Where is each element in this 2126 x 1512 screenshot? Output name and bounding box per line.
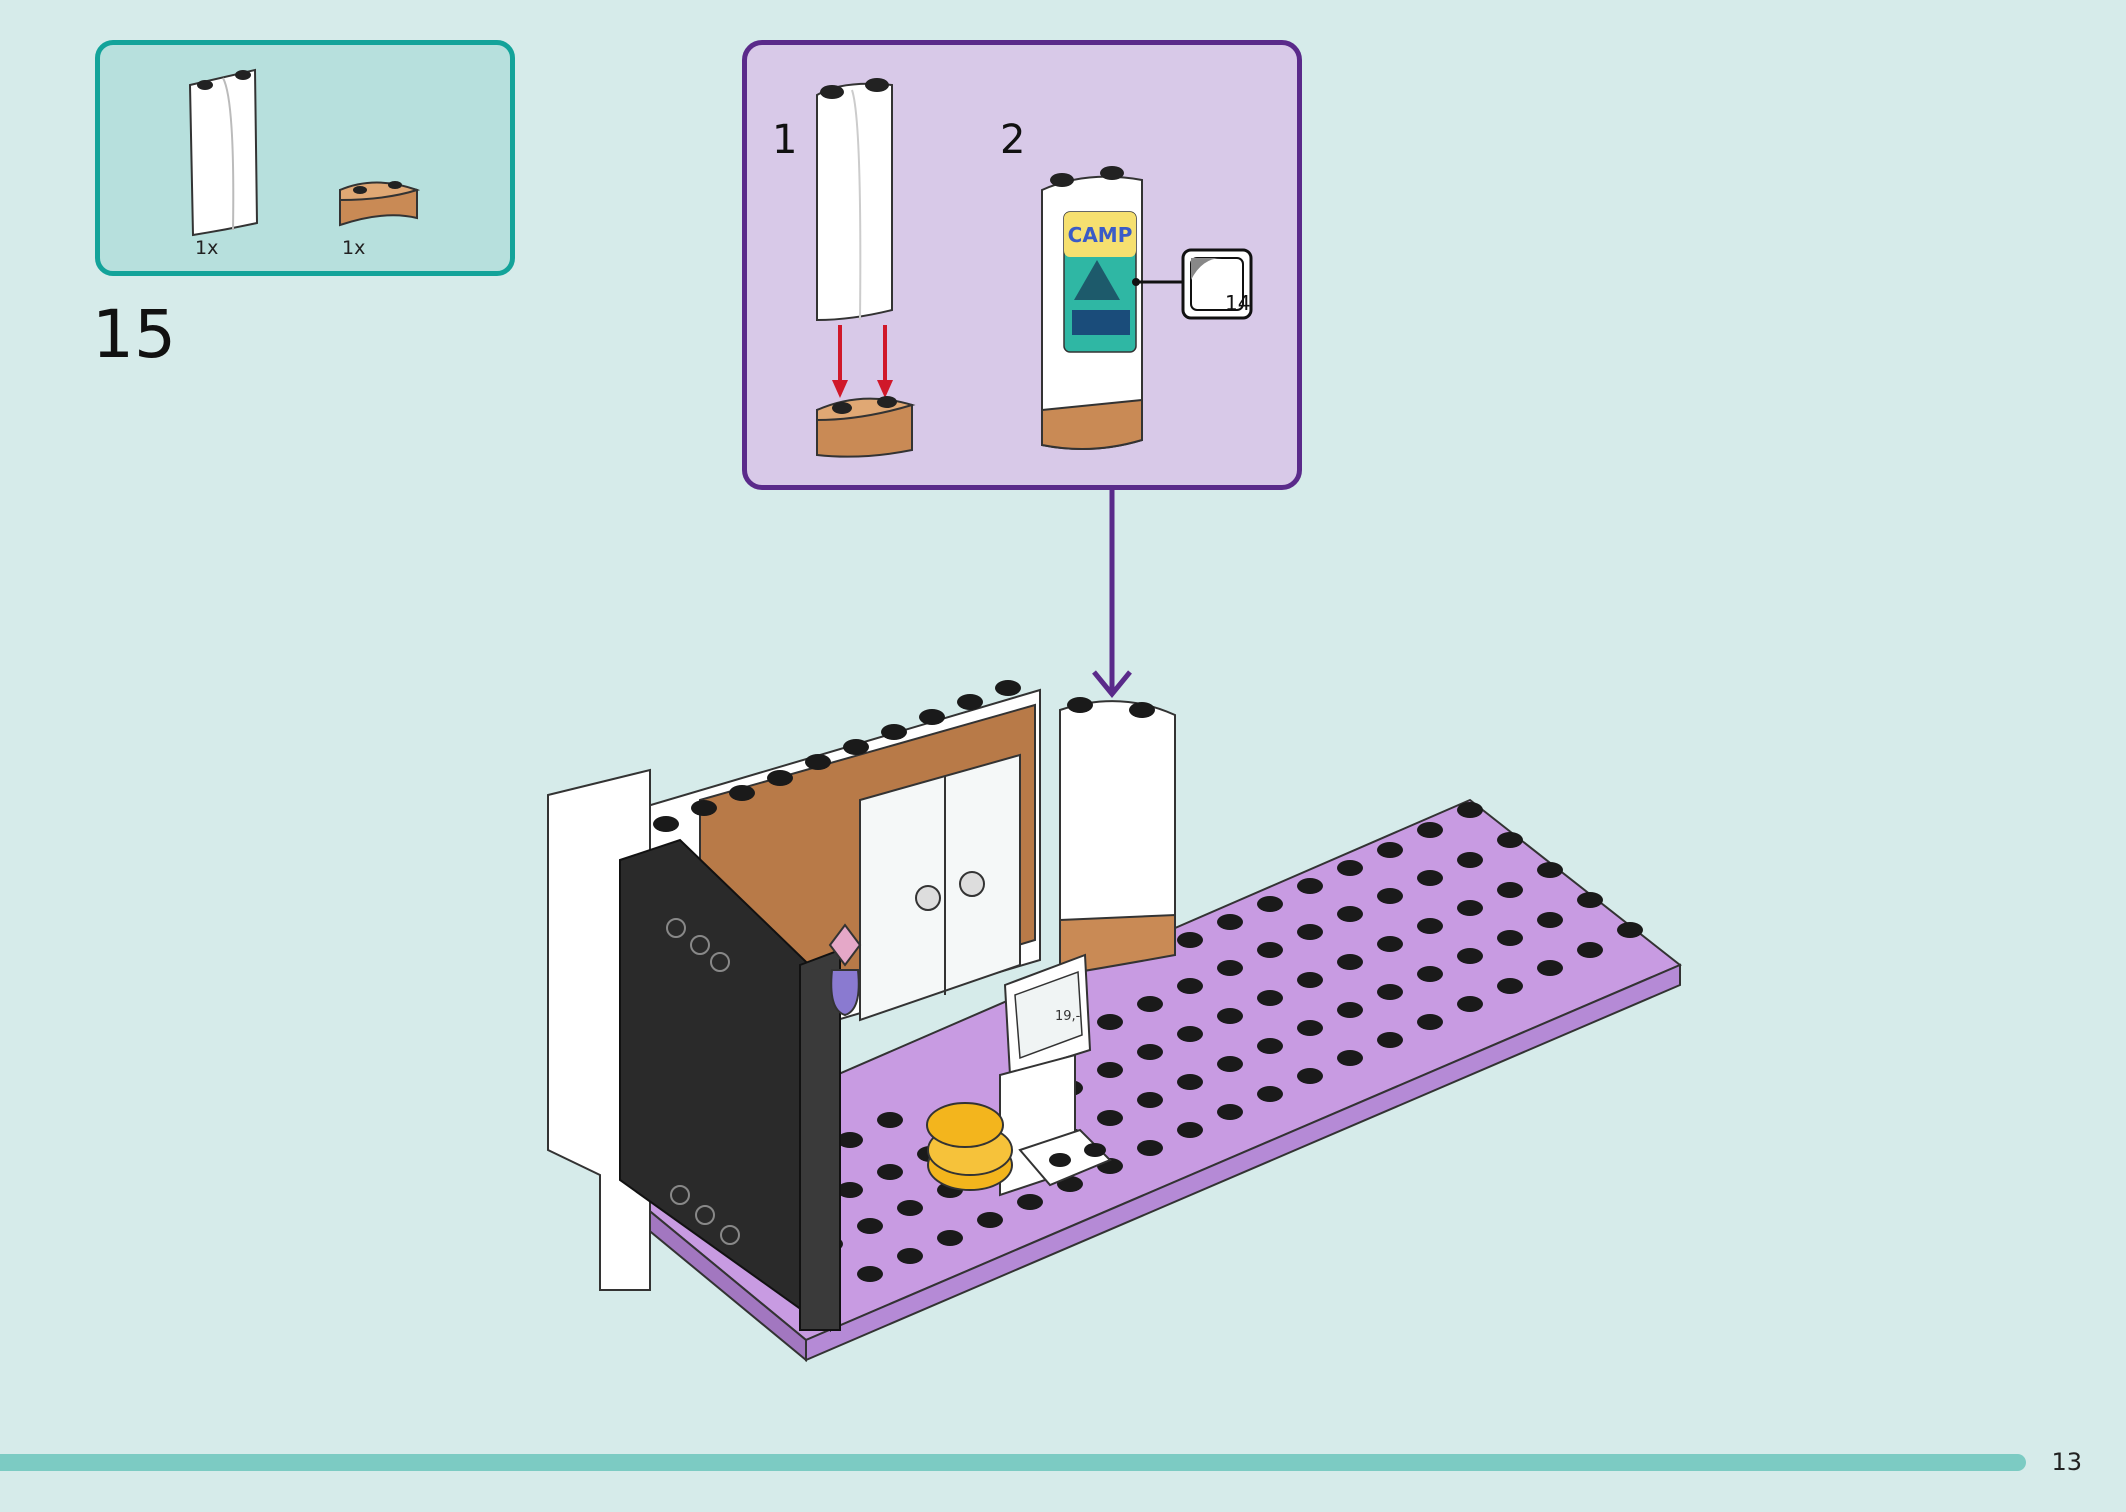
checkout-kiosk: 19,-: [999, 953, 1112, 1197]
page-number: 13: [2051, 1448, 2082, 1476]
top-studs: [617, 680, 1021, 848]
assembly-arrows: [832, 325, 893, 398]
sub-step-2-assembly: CAMP: [1041, 166, 1143, 450]
connector-arrow: [1092, 490, 1132, 698]
parts-list-box: 1x 1x: [95, 40, 515, 276]
baseplate-studs: [817, 802, 1643, 1282]
sticker-callout: [1132, 248, 1253, 320]
sub-step-1-brick: [816, 396, 916, 458]
white-curved-panel-part: [188, 68, 259, 237]
part-qty-panel: 1x: [195, 237, 219, 259]
gold-basket-stack: [926, 1102, 1013, 1191]
step-number: 15: [92, 296, 176, 373]
sub-step-box: 1 2 CAMP: [742, 40, 1302, 490]
tan-curved-brick-part: [339, 181, 421, 227]
black-wall-panel: [619, 838, 841, 1332]
sticker-number: 14: [1225, 291, 1251, 315]
sub-step-1-number: 1: [772, 117, 798, 163]
sub-step-2-number: 2: [1000, 117, 1026, 163]
sub-step-1-panel: [816, 78, 893, 322]
lilac-baseplate: [604, 798, 1682, 1363]
poster-text: CAMP: [1068, 223, 1133, 247]
installed-curved-panel: [1059, 697, 1176, 977]
left-white-column: [547, 768, 651, 1291]
glass-doors: [859, 753, 1021, 1022]
progress-bar: [0, 1454, 2026, 1471]
perfume-bottle: [828, 923, 862, 1017]
parts-illustration: [188, 68, 421, 237]
back-wall: [599, 688, 1041, 1092]
part-qty-brick: 1x: [342, 237, 366, 259]
price-tag: 19,-: [1055, 1009, 1081, 1024]
sub-step-illustration: CAMP: [816, 78, 1253, 458]
